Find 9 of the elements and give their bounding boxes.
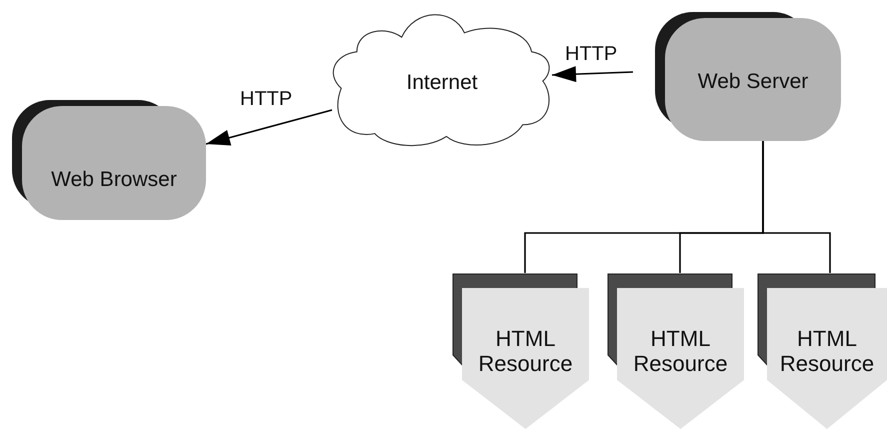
arrow bbox=[206, 109, 332, 146]
node-label: HTML Resource bbox=[632, 326, 729, 376]
arrow bbox=[552, 66, 634, 82]
node-label: Web Server bbox=[696, 70, 810, 94]
node-label: Web Browser bbox=[50, 168, 178, 192]
node-label: Internet bbox=[405, 70, 479, 95]
connector-line bbox=[762, 141, 831, 273]
node-label: HTML Resource bbox=[778, 326, 876, 376]
node-label: HTML Resource bbox=[477, 326, 574, 376]
